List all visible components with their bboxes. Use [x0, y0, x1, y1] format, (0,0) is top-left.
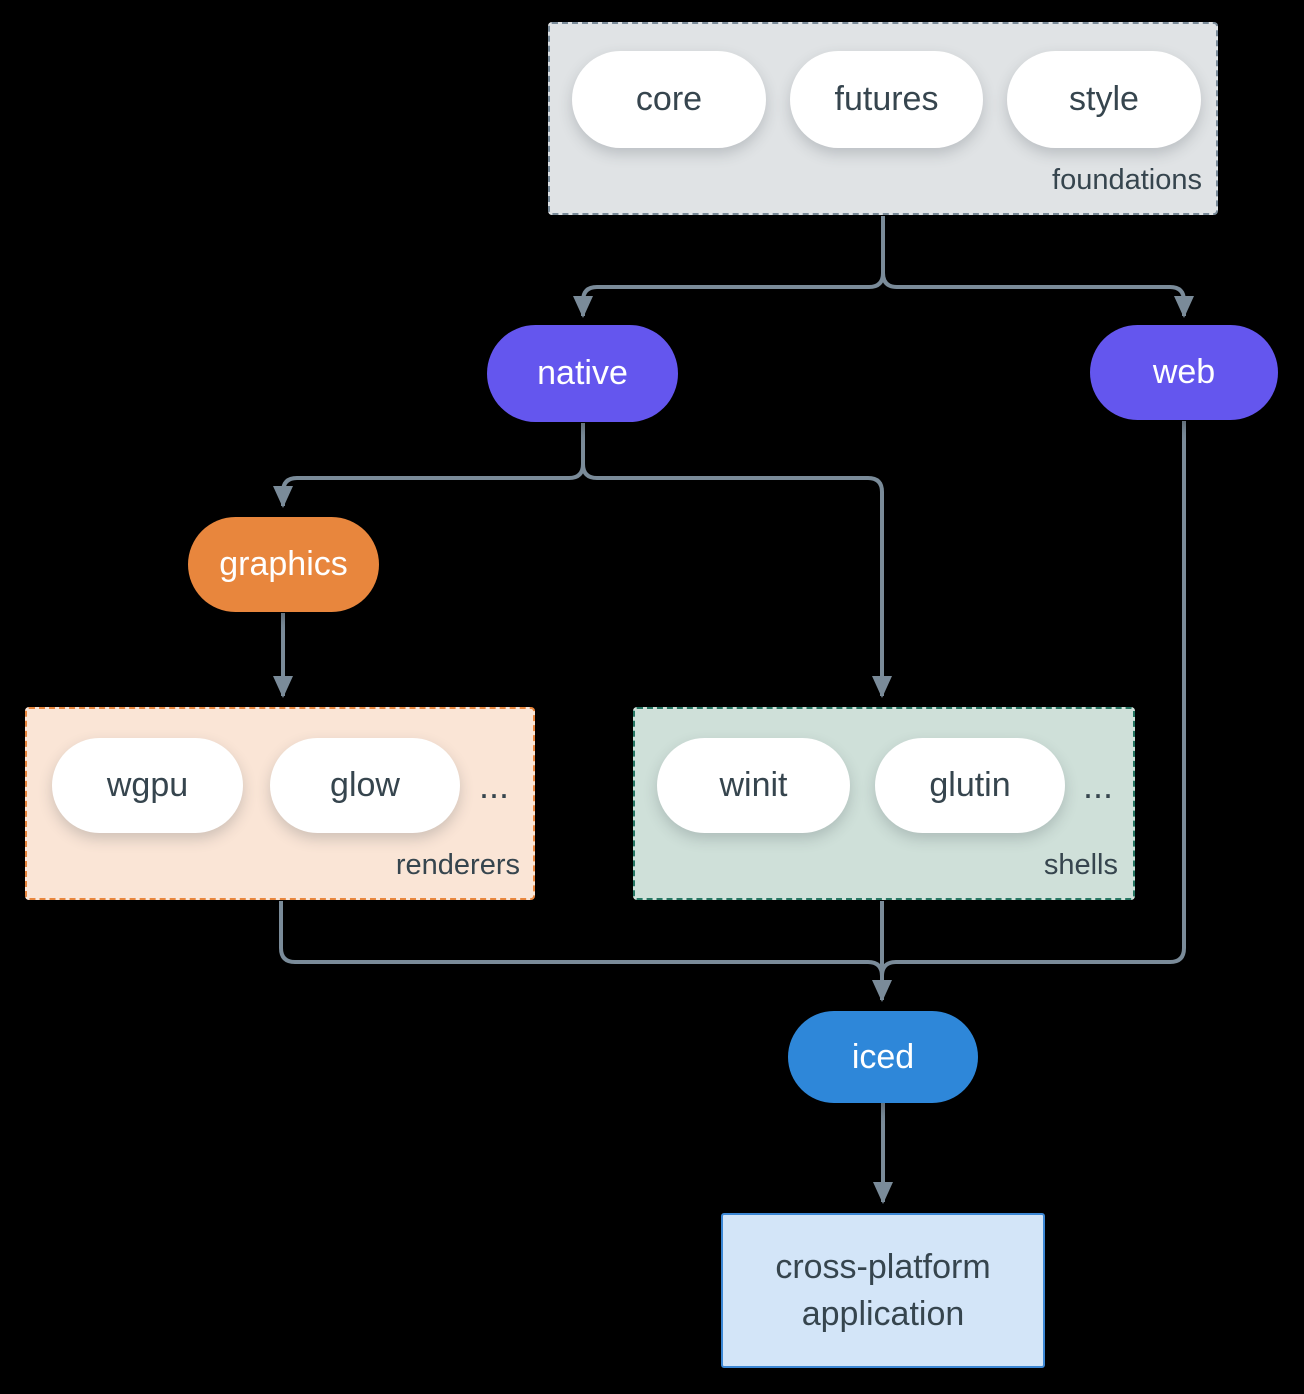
node-graphics: graphics	[188, 517, 379, 612]
shells-label: shells	[1043, 849, 1118, 881]
pill-winit: winit	[657, 738, 850, 833]
node-iced: iced	[788, 1011, 978, 1103]
node-native: native	[487, 325, 678, 422]
pill-glow: glow	[270, 738, 460, 833]
application-line1: cross-platform	[775, 1247, 991, 1286]
renderers-label: renderers	[395, 849, 520, 881]
renderers-group: wgpu glow ... renderers	[25, 707, 535, 900]
renderers-ellipsis: ...	[479, 764, 510, 806]
shells-ellipsis: ...	[1083, 764, 1114, 806]
application-line2: application	[801, 1294, 965, 1333]
edge-native-graphics	[273, 423, 585, 508]
edge-renderers-iced	[279, 901, 884, 988]
pill-futures: futures	[790, 51, 983, 148]
foundations-label: foundations	[1052, 164, 1202, 196]
foundations-group: core futures style foundations	[548, 22, 1218, 215]
pill-style: style	[1007, 51, 1201, 148]
edge-web-iced	[880, 421, 1186, 988]
node-web: web	[1090, 325, 1278, 420]
edge-foundations-web	[881, 216, 1194, 318]
pill-wgpu: wgpu	[52, 738, 243, 833]
pill-glutin: glutin	[875, 738, 1065, 833]
application-box: cross-platform application	[721, 1213, 1045, 1368]
edge-foundations-native	[573, 216, 885, 318]
pill-core: core	[572, 51, 766, 148]
edge-native-shells	[581, 423, 892, 698]
shells-group: winit glutin ... shells	[633, 707, 1135, 900]
